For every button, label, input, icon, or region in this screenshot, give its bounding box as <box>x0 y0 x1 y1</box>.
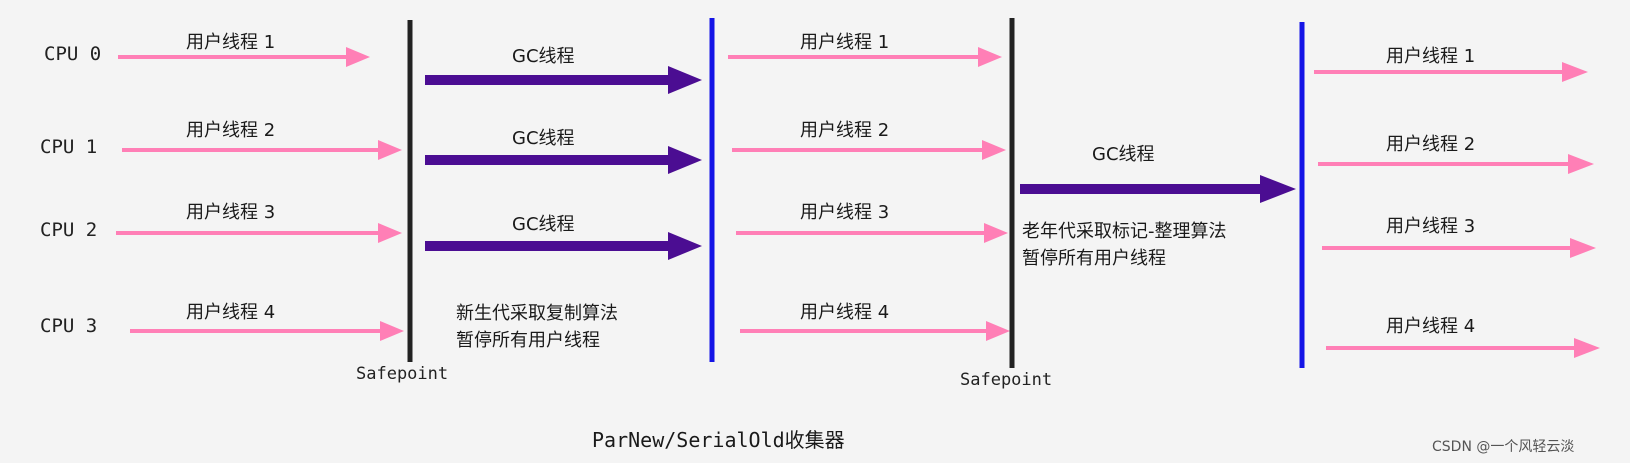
phase2-user-thread-arrows <box>728 47 1010 341</box>
user-thread-label-cpu3-phase3: 用户线程 4 <box>1386 316 1476 337</box>
user-thread-label-cpu3-phase2: 用户线程 4 <box>800 302 890 323</box>
old-gen-note: 老年代采取标记-整理算法 暂停所有用户线程 <box>1022 218 1227 272</box>
user-thread-label-cpu1-phase3: 用户线程 2 <box>1386 134 1476 155</box>
user-thread-label-cpu1-phase2: 用户线程 2 <box>800 120 890 141</box>
arrowhead <box>984 223 1008 243</box>
phase3-user-thread-arrows <box>1314 62 1600 358</box>
user-thread-label-cpu0-phase2: 用户线程 1 <box>800 32 890 53</box>
arrowhead <box>346 47 370 67</box>
user-thread-label-cpu0-phase1: 用户线程 1 <box>186 32 276 53</box>
arrowhead <box>1562 62 1588 82</box>
user-thread-label-cpu3-phase1: 用户线程 4 <box>186 302 276 323</box>
phase1-user-thread-arrows <box>116 47 404 341</box>
young-gen-note-line-1: 新生代采取复制算法 <box>456 303 618 324</box>
user-thread-label-cpu1-phase1: 用户线程 2 <box>186 120 276 141</box>
arrowhead <box>986 321 1010 341</box>
gc-thread-label-young-2: GC线程 <box>512 128 575 149</box>
arrowhead <box>978 47 1002 67</box>
user-thread-label-cpu2-phase1: 用户线程 3 <box>186 202 276 223</box>
old-gen-note-line-1: 老年代采取标记-整理算法 <box>1022 221 1227 242</box>
young-gc-thread-arrows <box>425 66 702 260</box>
safepoint-label-1: Safepoint <box>356 364 449 384</box>
user-thread-label-cpu2-phase3: 用户线程 3 <box>1386 216 1476 237</box>
arrowhead <box>1568 154 1594 174</box>
arrowhead <box>668 146 702 174</box>
gc-thread-label-young-3: GC线程 <box>512 214 575 235</box>
user-thread-label-cpu2-phase2: 用户线程 3 <box>800 202 890 223</box>
gc-thread-label-young-1: GC线程 <box>512 46 575 67</box>
user-thread-label-cpu0-phase3: 用户线程 1 <box>1386 46 1476 67</box>
cpu-label-3: CPU 3 <box>40 315 98 337</box>
cpu-label-1: CPU 1 <box>40 136 98 158</box>
arrowhead <box>982 140 1006 160</box>
arrowhead <box>378 140 402 160</box>
arrowhead <box>1260 175 1296 203</box>
arrowhead <box>668 66 702 94</box>
arrowhead <box>380 321 404 341</box>
arrowhead <box>378 223 402 243</box>
arrowhead <box>1574 338 1600 358</box>
young-gen-note-line-2: 暂停所有用户线程 <box>456 330 600 351</box>
cpu-label-2: CPU 2 <box>40 219 98 241</box>
cpu-label-0: CPU 0 <box>44 43 102 65</box>
arrowhead <box>668 232 702 260</box>
safepoint-label-2: Safepoint <box>960 370 1053 390</box>
old-gen-note-line-2: 暂停所有用户线程 <box>1022 248 1166 269</box>
csdn-watermark: CSDN @一个风轻云淡 <box>1432 439 1575 455</box>
arrowhead <box>1570 238 1596 258</box>
young-gen-note: 新生代采取复制算法 暂停所有用户线程 <box>456 300 618 354</box>
diagram-caption: ParNew/SerialOld收集器 <box>592 428 845 452</box>
old-gc-thread-arrow <box>1020 175 1296 203</box>
gc-thread-label-old: GC线程 <box>1092 144 1155 165</box>
